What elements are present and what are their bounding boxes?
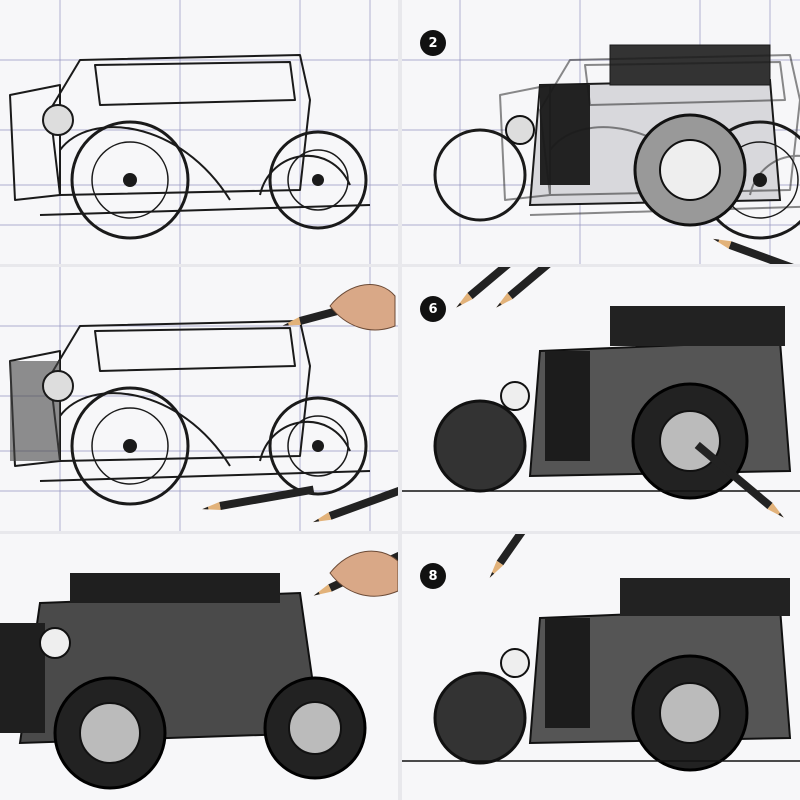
- step-badge: 2: [420, 30, 446, 56]
- step-panel-6: 8: [400, 533, 800, 800]
- panel-divider: [398, 0, 402, 800]
- car-sketch-inked: [400, 266, 800, 521]
- step-panel-1: [0, 0, 400, 266]
- car-sketch-detailed: [400, 0, 800, 266]
- car-sketch-shaded: [0, 266, 400, 532]
- car-drawing-final: [400, 533, 800, 772]
- step-panel-4: 6: [400, 266, 800, 533]
- car-drawing-rendered: [0, 544, 400, 790]
- step-badge: 8: [420, 563, 446, 589]
- step-panel-2: 2: [400, 0, 800, 266]
- step-badge: 6: [420, 296, 446, 322]
- panel-divider: [0, 264, 800, 267]
- step-panel-3: [0, 266, 400, 533]
- panel-divider: [0, 531, 800, 534]
- step-panel-5: [0, 533, 400, 800]
- car-sketch-outline: [0, 0, 400, 266]
